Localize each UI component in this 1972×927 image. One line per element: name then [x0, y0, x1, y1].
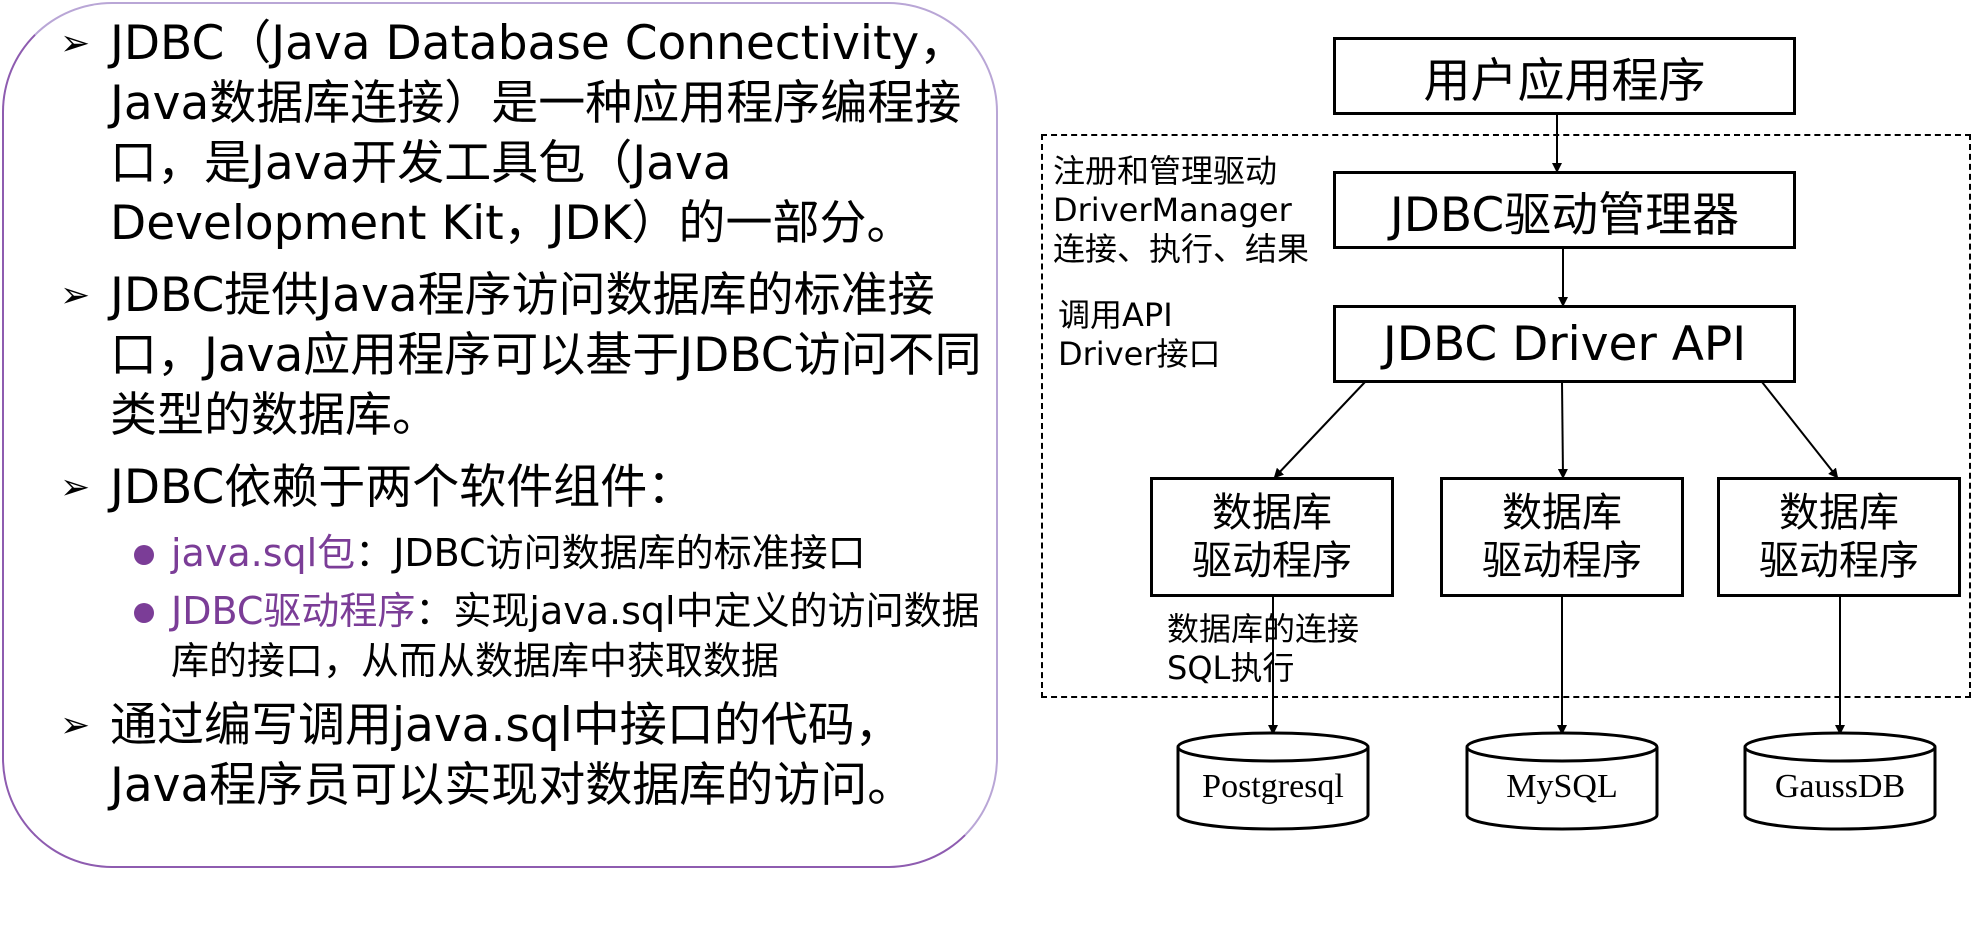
database-cylinder-gaussdb: [1743, 731, 1937, 831]
jdbc-boundary: [1041, 134, 1971, 698]
sub-bullet-term: JDBC驱动程序: [171, 589, 416, 633]
bullet-text: JDBC提供Java程序访问数据库的标准接口，Java应用程序可以基于JDBC访…: [110, 268, 982, 443]
text-panel: [2, 2, 998, 868]
bullet-text: JDBC依赖于两个软件组件：: [110, 460, 695, 515]
dot-bullet-icon: [134, 545, 154, 565]
sub-bullet-text: ：JDBC访问数据库的标准接口: [355, 531, 866, 575]
bullet-text: JDBC（Java Database Connectivity，Java数据库连…: [110, 16, 967, 251]
driver-api-label: 调用API Driver接口: [1058, 296, 1221, 373]
database-name: Postgresql: [1202, 768, 1344, 805]
bullet-text: 通过编写调用java.sql中接口的代码，Java程序员可以实现对数据库的访问。: [110, 698, 915, 813]
sub-bullet-item: JDBC驱动程序：实现java.sql中定义的访问数据库的接口，从而从数据库中获…: [60, 586, 990, 686]
sub-bullet-term: java.sql包: [171, 531, 356, 575]
database-cylinder-postgresql: [1176, 731, 1370, 831]
arrow-bullet-icon: ➢: [60, 275, 91, 316]
arrow-bullet-icon: ➢: [60, 467, 91, 508]
arrow-api-to-driver-3: [1761, 381, 1839, 479]
arrow-api-to-driver-1: [1273, 381, 1366, 479]
driver-api-box: JDBC Driver API: [1333, 305, 1796, 383]
database-driver-label: 数据库的连接 SQL执行: [1167, 610, 1360, 687]
driver-manager-label: 注册和管理驱动 DriverManager 连接、执行、结果: [1053, 152, 1310, 268]
bullet-item: ➢ 通过编写调用java.sql中接口的代码，Java程序员可以实现对数据库的访…: [60, 696, 990, 816]
sub-bullet-text: ：实现java.sql中定义的访问数据库的接口，从而从数据库中获取数据: [171, 589, 980, 683]
sub-bullet-item: java.sql包：JDBC访问数据库的标准接口: [60, 528, 990, 578]
dot-bullet-icon: [134, 603, 154, 623]
bullet-item: ➢ JDBC（Java Database Connectivity，Java数据…: [60, 14, 990, 254]
database-cylinder-mysql: [1465, 731, 1659, 831]
database-driver-box: 数据库 驱动程序: [1440, 477, 1684, 597]
database-driver-box: 数据库 驱动程序: [1150, 477, 1394, 597]
database-name: GaussDB: [1774, 768, 1906, 805]
driver-manager-box: JDBC驱动管理器: [1333, 171, 1796, 249]
bullet-item: ➢ JDBC依赖于两个软件组件：: [60, 458, 990, 518]
bullet-list: ➢ JDBC（Java Database Connectivity，Java数据…: [60, 14, 990, 828]
database-driver-box: 数据库 驱动程序: [1717, 477, 1961, 597]
arrow-bullet-icon: ➢: [60, 23, 91, 64]
arrow-bullet-icon: ➢: [60, 705, 91, 746]
arrow-api-to-driver-2: [1557, 381, 1568, 479]
database-name: MySQL: [1506, 768, 1618, 805]
bullet-item: ➢ JDBC提供Java程序访问数据库的标准接口，Java应用程序可以基于JDB…: [60, 266, 990, 446]
app-box: 用户应用程序: [1333, 37, 1796, 115]
